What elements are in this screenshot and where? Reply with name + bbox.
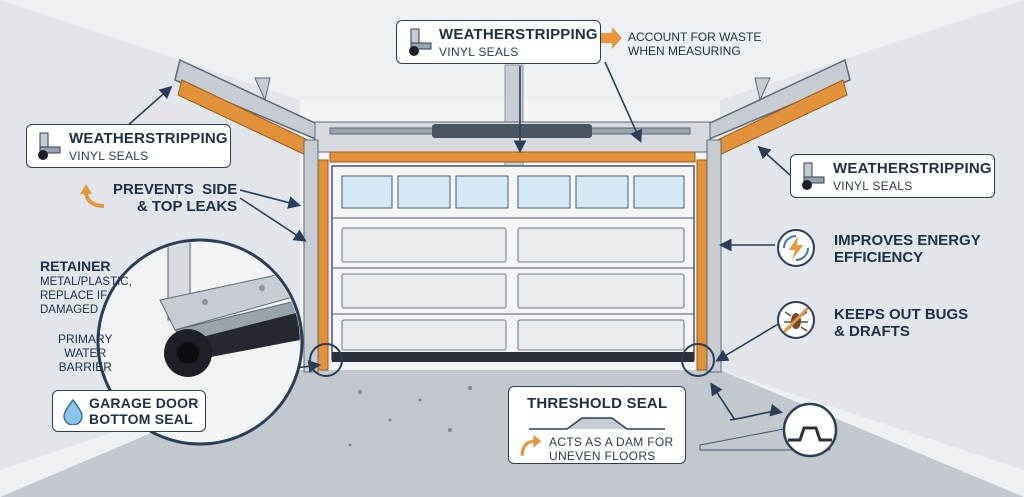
weatherstrip-profile-icon	[409, 28, 432, 56]
weatherstripping-title: WEATHERSTRIPPING	[439, 26, 598, 43]
callout-threshold-seal: THRESHOLD SEAL ACTS AS A DAM FOR UNEVEN …	[508, 386, 686, 464]
keeps-out-bugs-label: KEEPS OUT BUGS & DRAFTS	[834, 306, 969, 340]
threshold-profile-icon	[529, 417, 665, 430]
weatherstrip-profile-icon	[38, 132, 61, 160]
lightning-energy-icon	[777, 229, 815, 267]
callout-weatherstripping-right: WEATHERSTRIPPING VINYL SEALS	[790, 154, 995, 198]
prevents-side-top-leaks-label: PREVENTS SIDE & TOP LEAKS	[113, 181, 238, 215]
threshold-seal-body: ACTS AS A DAM FOR UNEVEN FLOORS	[549, 435, 674, 463]
improves-energy-label: IMPROVES ENERGY EFFICIENCY	[834, 232, 981, 266]
water-drop-icon	[63, 399, 83, 425]
vinyl-seals-subtitle: VINYL SEALS	[833, 179, 913, 193]
door-bottom-seal	[332, 352, 694, 362]
retainer-annotation: RETAINER METAL/PLASTIC, REPLACE IF DAMAG…	[40, 258, 160, 317]
weatherstripping-title: WEATHERSTRIPPING	[833, 160, 992, 177]
threshold-detail	[699, 402, 838, 458]
curved-arrow-icon	[520, 434, 542, 456]
torsion-spring	[432, 124, 592, 138]
account-for-waste-note: ACCOUNT FOR WASTE WHEN MEASURING	[628, 30, 762, 58]
vinyl-seals-subtitle: VINYL SEALS	[439, 45, 519, 59]
right-track	[706, 139, 722, 373]
callout-weatherstripping-left: WEATHERSTRIPPING VINYL SEALS	[26, 124, 231, 168]
weatherstrip-profile-icon	[802, 162, 825, 190]
primary-water-barrier-label: PRIMARY WATER BARRIER	[58, 332, 113, 374]
header-seal	[329, 151, 696, 163]
left-track	[303, 139, 319, 373]
bottom-seal-title: GARAGE DOOR BOTTOM SEAL	[89, 395, 199, 427]
callout-weatherstripping-top: WEATHERSTRIPPING VINYL SEALS	[396, 20, 601, 64]
vinyl-seals-subtitle: VINYL SEALS	[69, 149, 149, 163]
threshold-seal-title: THRESHOLD SEAL	[527, 395, 668, 412]
curved-arrow-icon	[80, 184, 105, 208]
garage-door	[331, 165, 695, 362]
retainer-body: METAL/PLASTIC, REPLACE IF DAMAGED	[40, 276, 132, 316]
retainer-title: RETAINER	[40, 258, 111, 274]
callout-bottom-seal: GARAGE DOOR BOTTOM SEAL	[52, 390, 206, 432]
weatherstripping-title: WEATHERSTRIPPING	[69, 130, 228, 147]
no-bugs-icon	[777, 301, 815, 339]
